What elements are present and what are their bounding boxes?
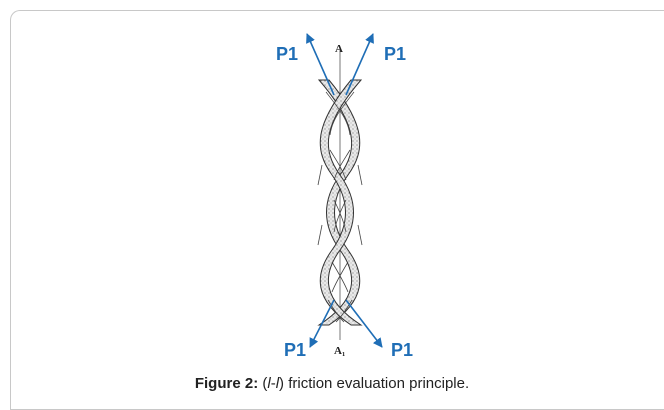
axis-label-bottom: A₁ xyxy=(334,345,345,357)
figure-caption-label: Figure 2: xyxy=(194,375,259,392)
figure-caption-italic-2: l xyxy=(275,375,280,392)
force-arrow-bottom-left xyxy=(309,299,335,348)
axis-label-top: A xyxy=(335,43,343,55)
yarn-strand-b xyxy=(319,79,363,326)
figure-frame xyxy=(10,10,664,410)
figure-caption: Figure 2: (l-l) friction evaluation prin… xyxy=(0,375,664,392)
force-label-bottom-right: P1 xyxy=(391,340,413,360)
force-label-top-right: P1 xyxy=(384,44,406,64)
figure-caption-close: ) xyxy=(279,375,285,392)
figure-caption-italic-1: l xyxy=(267,375,271,392)
force-arrow-top-right xyxy=(345,33,374,96)
fibre-hatching xyxy=(317,91,363,323)
force-label-bottom-left: P1 xyxy=(284,340,306,360)
figure-caption-open: ( xyxy=(258,375,268,392)
force-arrow-bottom-right xyxy=(345,299,383,348)
force-arrow-top-left xyxy=(306,33,335,96)
force-label-top-left: P1 xyxy=(276,44,298,64)
figure-caption-text: friction evaluation principle. xyxy=(284,375,470,392)
figure-caption-dash: - xyxy=(270,375,276,392)
